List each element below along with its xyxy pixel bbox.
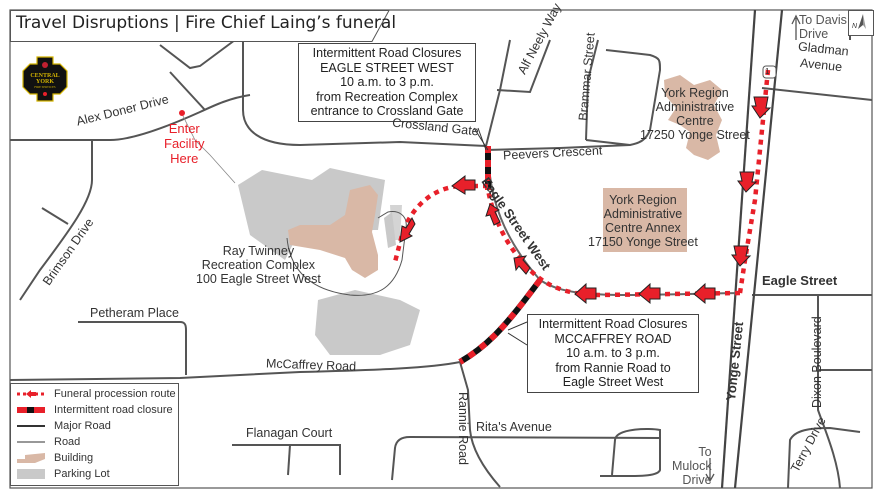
major-road-icon [17,425,45,427]
building-icon [17,453,45,463]
legend-item: Major Road [17,419,111,433]
parking-lots [238,168,420,355]
street-eagle: Eagle Street [762,273,838,288]
legend-item: Road [17,435,80,449]
svg-text:YORK: YORK [36,79,54,85]
route-arrows [399,96,772,305]
parking-lot-icon [17,469,45,479]
legend-item: Parking Lot [17,467,110,481]
legend-item: Funeral procession route [17,387,176,401]
street-ritas: Rita's Avenue [476,420,552,434]
street-rannie: Rannie Road [456,392,470,465]
fire-services-shield-icon: CENTRAL YORK FIRE SERVICES [22,56,68,102]
title-bar [10,10,371,42]
street-flanagan: Flanagan Court [246,426,333,440]
map-legend: Funeral procession route Intermittent ro… [10,383,179,486]
roads [9,10,873,489]
road-icon [17,441,45,443]
buildings [288,75,722,278]
north-arrow-icon: N [848,10,874,36]
route-1-shield: 1 [765,67,770,76]
legend-item: Building [17,451,93,465]
street-petheram: Petheram Place [90,306,179,320]
svg-text:FIRE SERVICES: FIRE SERVICES [34,85,56,89]
map-title: Travel Disruptions | Fire Chief Laing’s … [16,13,397,33]
road-closure-icon [17,407,45,413]
title-tab-edge [360,10,390,42]
road-closures [458,146,543,365]
procession-route-icon [17,390,45,398]
street-dixon: Dixon Boulevard [810,316,824,408]
legend-item: Intermittent road closure [17,403,173,417]
svg-text:CENTRAL: CENTRAL [30,73,59,79]
